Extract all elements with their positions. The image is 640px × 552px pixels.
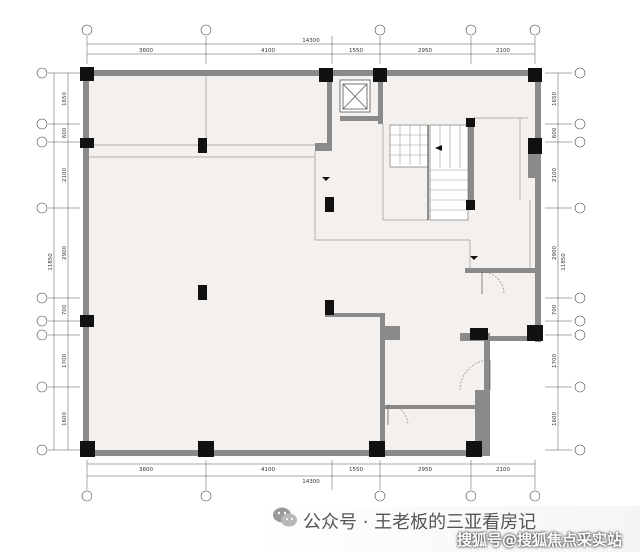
- dim-bottom-2: 4100: [261, 467, 275, 473]
- dim-right-1: 1650: [552, 92, 558, 106]
- dim-top-3: 1550: [349, 48, 363, 54]
- dim-right-6: 1700: [552, 354, 558, 368]
- dim-bottom-5: 2100: [496, 467, 510, 473]
- structural-columns: [80, 67, 543, 457]
- axis-markers-top: [81, 24, 541, 36]
- floor-cutout-bottom-right: [488, 340, 540, 455]
- dim-top-2: 4100: [261, 48, 275, 54]
- dimension-lines-left: [48, 72, 80, 451]
- staircase: [389, 124, 469, 221]
- axis-markers-bottom: [81, 490, 541, 502]
- elevator-shaft: [339, 79, 371, 113]
- dim-left-1: 1650: [62, 92, 68, 106]
- watermark-band: [0, 506, 640, 552]
- dim-right-3: 2100: [552, 168, 558, 182]
- dim-top-4: 2950: [418, 48, 432, 54]
- dimension-lines-right: [545, 72, 572, 451]
- dim-bottom-3: 1550: [349, 467, 363, 473]
- watermark-wechat-text: 公众号 · 王老板的三亚看房记: [303, 512, 537, 533]
- direction-arrow-icon: [322, 177, 330, 181]
- dim-left-4: 2900: [62, 246, 68, 260]
- dim-left-6: 1700: [62, 354, 68, 368]
- total-width-top: 14300: [302, 38, 320, 44]
- dim-left-2: 600: [62, 127, 68, 138]
- dim-top-1: 3600: [139, 48, 153, 54]
- dim-left-5: 700: [62, 304, 68, 315]
- watermark-sohu-text: 搜狐号@搜狐焦点采实站: [456, 531, 622, 549]
- total-height-right: 11850: [561, 253, 567, 271]
- dim-bottom-1: 3600: [139, 467, 153, 473]
- axis-markers-right: [574, 67, 586, 456]
- direction-arrow-icon-right: [470, 256, 478, 260]
- dim-right-7: 1600: [552, 412, 558, 426]
- dimension-lines-top: [86, 36, 536, 64]
- dim-left-3: 2100: [62, 168, 68, 182]
- stair-direction-arrow-icon: [435, 145, 442, 151]
- dim-left-7: 1600: [62, 412, 68, 426]
- door-swings: [387, 271, 505, 426]
- thin-lines: [89, 76, 531, 270]
- wechat-icon: [273, 507, 297, 527]
- dimension-lines-bottom: [86, 460, 536, 490]
- total-height-left: 11850: [48, 253, 54, 271]
- dim-right-2: 600: [552, 127, 558, 138]
- dim-top-5: 2100: [496, 48, 510, 54]
- door-leaves: [387, 272, 491, 425]
- dim-right-5: 700: [552, 304, 558, 315]
- axis-markers-left: [36, 67, 48, 456]
- total-width-bottom: 14300: [302, 479, 320, 485]
- dim-right-4: 2900: [552, 246, 558, 260]
- dim-bottom-4: 2950: [418, 467, 432, 473]
- exterior-walls: [83, 70, 541, 456]
